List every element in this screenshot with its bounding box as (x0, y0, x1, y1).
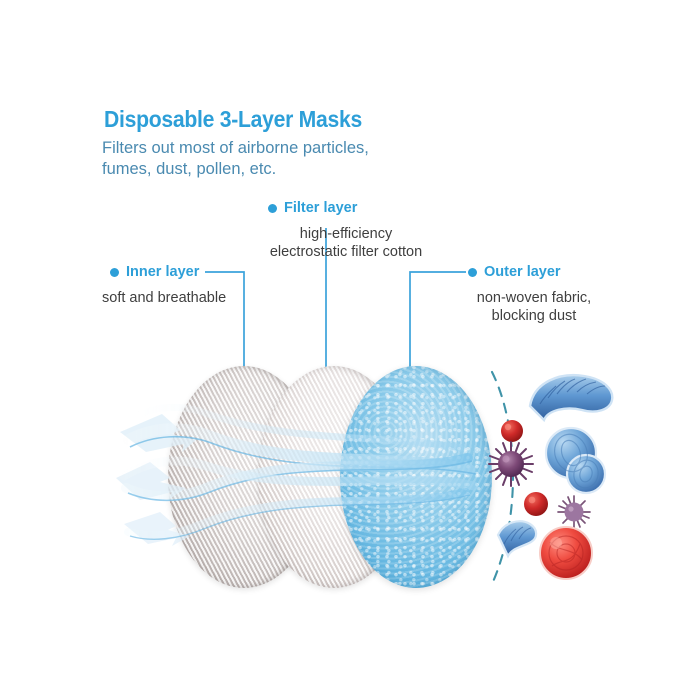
callout-filter-layer-head: Filter layer (268, 200, 452, 216)
germ-spiky-small (557, 495, 591, 529)
germ-dot-red-small (501, 420, 523, 442)
germ-sphere-red-large (539, 526, 593, 580)
germ-bacillus-large (528, 373, 614, 423)
germ-bacillus-small (496, 520, 538, 559)
outer-layer-oval (340, 366, 492, 588)
page-subtitle: Filters out most of airborne particles, … (102, 139, 369, 178)
callout-filter-layer: Filter layer high-efficiency electrostat… (268, 200, 452, 261)
callout-filter-layer-label: Filter layer (284, 200, 358, 216)
page-title: Disposable 3-Layer Masks (104, 106, 363, 132)
callout-inner-layer-label: Inner layer (126, 264, 200, 280)
bullet-dot-icon (268, 203, 277, 213)
germ-spiky-purple (488, 441, 534, 487)
callout-outer-layer: Outer layer non-woven fabric, blocking d… (468, 264, 604, 325)
callout-outer-layer-head: Outer layer (468, 264, 604, 280)
callout-inner-layer-description: soft and breathable (102, 290, 227, 306)
bullet-dot-icon (468, 267, 477, 277)
bullet-dot-icon (110, 267, 119, 277)
callout-inner-layer: Inner layer soft and breathable (102, 264, 226, 307)
callout-outer-layer-description: non-woven fabric, blocking dust (476, 290, 592, 324)
blocking-barrier-arc (490, 370, 514, 586)
germ-dot-red-mid (524, 492, 548, 516)
outer-layer-texture (340, 366, 492, 588)
callout-filter-layer-description: high-efficiency electrostatic filter cot… (269, 226, 423, 260)
germ-cluster-blue (544, 426, 607, 495)
callout-outer-layer-label: Outer layer (484, 264, 561, 280)
germ-cluster (488, 373, 614, 580)
callout-inner-layer-head: Inner layer (110, 264, 226, 280)
